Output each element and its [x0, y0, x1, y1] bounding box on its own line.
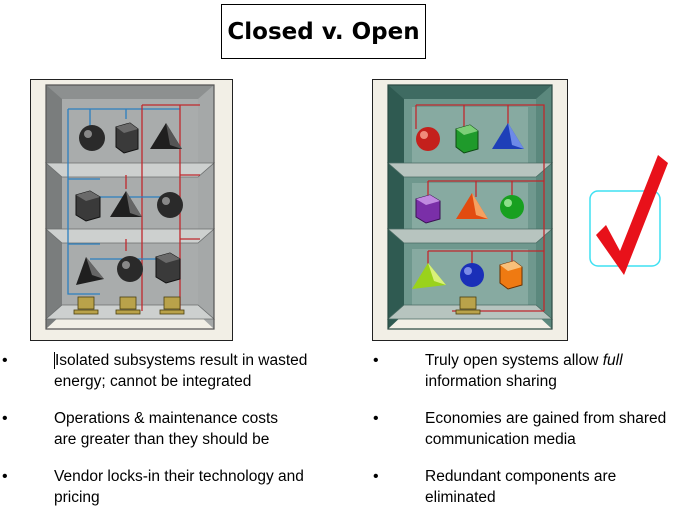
list-item: Isolated subsystems result in wasted ene…: [0, 350, 340, 392]
open-shelf-2: [415, 193, 524, 224]
open-shelves: [386, 162, 554, 320]
list-item: Economies are gained from shared communi…: [368, 408, 687, 450]
closed-system-illustration: [30, 79, 233, 341]
open-system-illustration: [372, 79, 568, 341]
slide-title: Closed v. Open: [221, 4, 426, 59]
open-bullet-list: Truly open systems allow full informatio…: [368, 350, 687, 524]
emphasis-text: full: [602, 352, 623, 369]
closed-shelf-3: [76, 252, 181, 285]
list-item: Vendor locks-in their technology and pri…: [0, 466, 340, 508]
list-item: Truly open systems allow full informatio…: [368, 350, 687, 392]
open-shelf-1: [416, 123, 524, 154]
computer-icons: [73, 296, 185, 315]
checkmark-icon: [588, 153, 668, 278]
list-item: Operations & maintenance costs are great…: [0, 408, 340, 450]
closed-shelf-1: [79, 122, 182, 154]
closed-shelf-2: [75, 190, 183, 222]
computer-icon: [455, 296, 481, 315]
closed-bullet-list: Isolated subsystems result in wasted ene…: [0, 350, 340, 524]
list-item: Redundant components are eliminated: [368, 466, 687, 508]
open-shelf-3: [412, 260, 523, 290]
